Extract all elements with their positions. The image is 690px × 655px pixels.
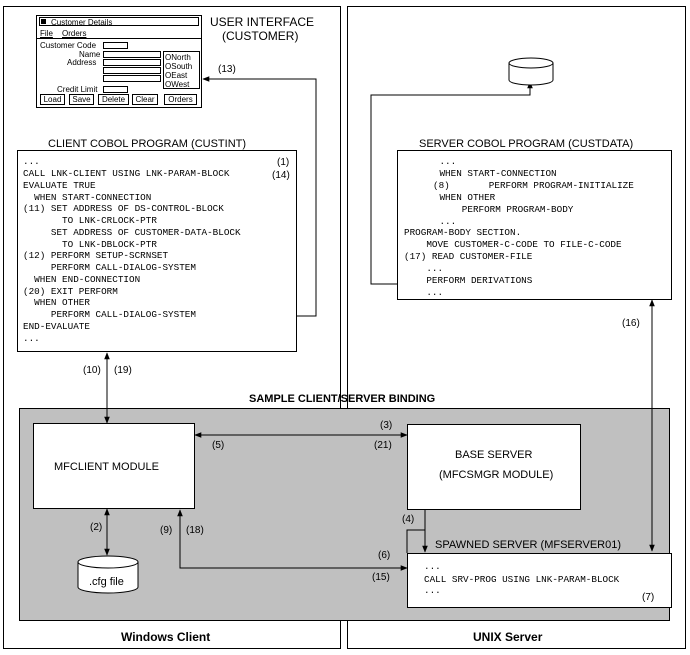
step-16: (16) [622,318,640,329]
client-code-line: CALL LNK-CLIENT USING LNK-PARAM-BLOCK [23,168,230,179]
server-code-line: ... [406,216,457,227]
client-code-line: PERFORM CALL-DIALOG-SYSTEM [23,262,196,273]
client-code-line: (12) PERFORM SETUP-SCRNSET [23,250,169,261]
client-program-box: ... CALL LNK-CLIENT USING LNK-PARAM-BLOC… [17,150,297,352]
client-code-line: WHEN START-CONNECTION [23,192,152,203]
client-code-line: TO LNK-DBLOCK-PTR [23,239,157,250]
load-button[interactable]: Load [40,94,65,105]
server-program-title: SERVER COBOL PROGRAM (CUSTDATA) [419,138,634,150]
server-code-line: PROGRAM-BODY SECTION. [404,227,522,238]
unix-server-label: UNIX Server [473,630,543,644]
mfclient-module-box: MFCLIENT MODULE [33,423,195,509]
menu-file[interactable]: File [40,29,53,38]
spawned-code-line: CALL SRV-PROG USING LNK-PARAM-BLOCK [424,574,620,585]
orders-button[interactable]: Orders [164,94,197,105]
client-code-line: PERFORM CALL-DIALOG-SYSTEM [23,309,196,320]
server-code-line: PERFORM PROGRAM-BODY [406,204,574,215]
radio-east[interactable]: OEast [165,71,188,80]
client-program-title: CLIENT COBOL PROGRAM (CUSTINT) [48,138,247,150]
radio-north[interactable]: ONorth [165,53,191,62]
base-server-box: BASE SERVER (MFCSMGR MODULE) [407,424,581,510]
clear-button[interactable]: Clear [132,94,158,105]
mfclient-module-label: MFCLIENT MODULE [54,461,159,473]
address-field-3[interactable] [103,75,161,82]
customer-code-field[interactable] [103,42,128,49]
step-5: (5) [212,440,225,451]
radio-south[interactable]: OSouth [165,62,193,71]
client-code-line: (11) SET ADDRESS OF DS-CONTROL-BLOCK [23,203,224,214]
cfg-file-icon [77,555,139,594]
client-code-line: ... [23,156,40,167]
step-21: (21) [374,440,392,451]
server-code-line: MOVE CUSTOMER-C-CODE TO FILE-C-CODE [404,239,622,250]
base-server-label-1: BASE SERVER [455,449,533,461]
client-code-line: EVALUATE TRUE [23,180,96,191]
server-code-line: ... [406,156,457,167]
server-code-line: WHEN START-CONNECTION [406,168,557,179]
client-code-line: WHEN OTHER [23,297,90,308]
step-3: (3) [380,420,393,431]
spawned-server-box: ... CALL SRV-PROG USING LNK-PARAM-BLOCK … [407,553,672,608]
ui-title-line2: (CUSTOMER) [222,29,299,43]
step-6: (6) [378,550,391,561]
radio-west[interactable]: OWest [165,80,190,89]
step-1: (1) [277,157,290,168]
client-code-line: WHEN END-CONNECTION [23,274,141,285]
radio-west-label: West [171,80,190,89]
step-15: (15) [372,572,390,583]
name-label: Name [79,50,101,59]
window-title: Customer Details [51,18,113,27]
spawned-code-line: ... [424,585,441,596]
ui-title-line1: USER INTERFACE [210,15,315,29]
step-19: (19) [114,365,132,376]
server-code-line: PERFORM DERIVATIONS [404,275,533,286]
binding-title: SAMPLE CLIENT/SERVER BINDING [249,393,436,405]
address-label: Address [67,58,97,67]
spawned-code-line: ... [424,561,441,572]
step-14: (14) [272,170,290,181]
menu-orders[interactable]: Orders [62,29,87,38]
client-code-line: TO LNK-CRLOCK-PTR [23,215,157,226]
step-18: (18) [186,525,204,536]
window-control-icon[interactable] [41,19,46,24]
client-code-line: (20) EXIT PERFORM [23,286,118,297]
server-code-line: ... [404,263,444,274]
save-button[interactable]: Save [69,94,94,105]
name-field[interactable] [103,51,161,58]
step-2: (2) [90,522,103,533]
server-program-box: ... WHEN START-CONNECTION (8) PERFORM PR… [397,150,672,300]
delete-button[interactable]: Delete [98,94,129,105]
radio-east-label: East [171,71,188,80]
database-icon [508,57,554,86]
server-code-line: (8) PERFORM PROGRAM-INITIALIZE [433,180,634,191]
step-9: (9) [160,525,173,536]
step-13: (13) [218,64,236,75]
menu-divider [37,38,201,39]
step-10: (10) [83,365,101,376]
client-code-line: END-EVALUATE [23,321,90,332]
address-field-1[interactable] [103,59,161,66]
client-code-line: SET ADDRESS OF CUSTOMER-DATA-BLOCK [23,227,241,238]
windows-client-label: Windows Client [121,630,211,644]
credit-limit-label: Credit Limit [57,85,98,94]
radio-south-label: South [171,62,193,71]
address-field-2[interactable] [103,67,161,74]
step-4: (4) [402,514,415,525]
base-server-label-2: (MFCSMGR MODULE) [439,469,554,481]
step-7: (7) [642,592,655,603]
cfg-file-label: .cfg file [89,576,124,588]
server-code-line: (17) READ CUSTOMER-FILE [404,251,533,262]
server-code-line: WHEN OTHER [406,192,496,203]
customer-details-window: Customer Details File Orders Customer Co… [36,15,202,108]
spawned-server-title: SPAWNED SERVER (MFSERVER01) [435,539,622,551]
customer-code-label: Customer Code [40,41,97,50]
server-code-line: ... [404,287,444,298]
window-titlebar: Customer Details [39,17,199,27]
radio-north-label: North [171,53,191,62]
credit-limit-field[interactable] [103,86,128,93]
region-radio-group: ONorth OSouth OEast OWest [163,51,200,89]
client-code-line: ... [23,333,40,344]
